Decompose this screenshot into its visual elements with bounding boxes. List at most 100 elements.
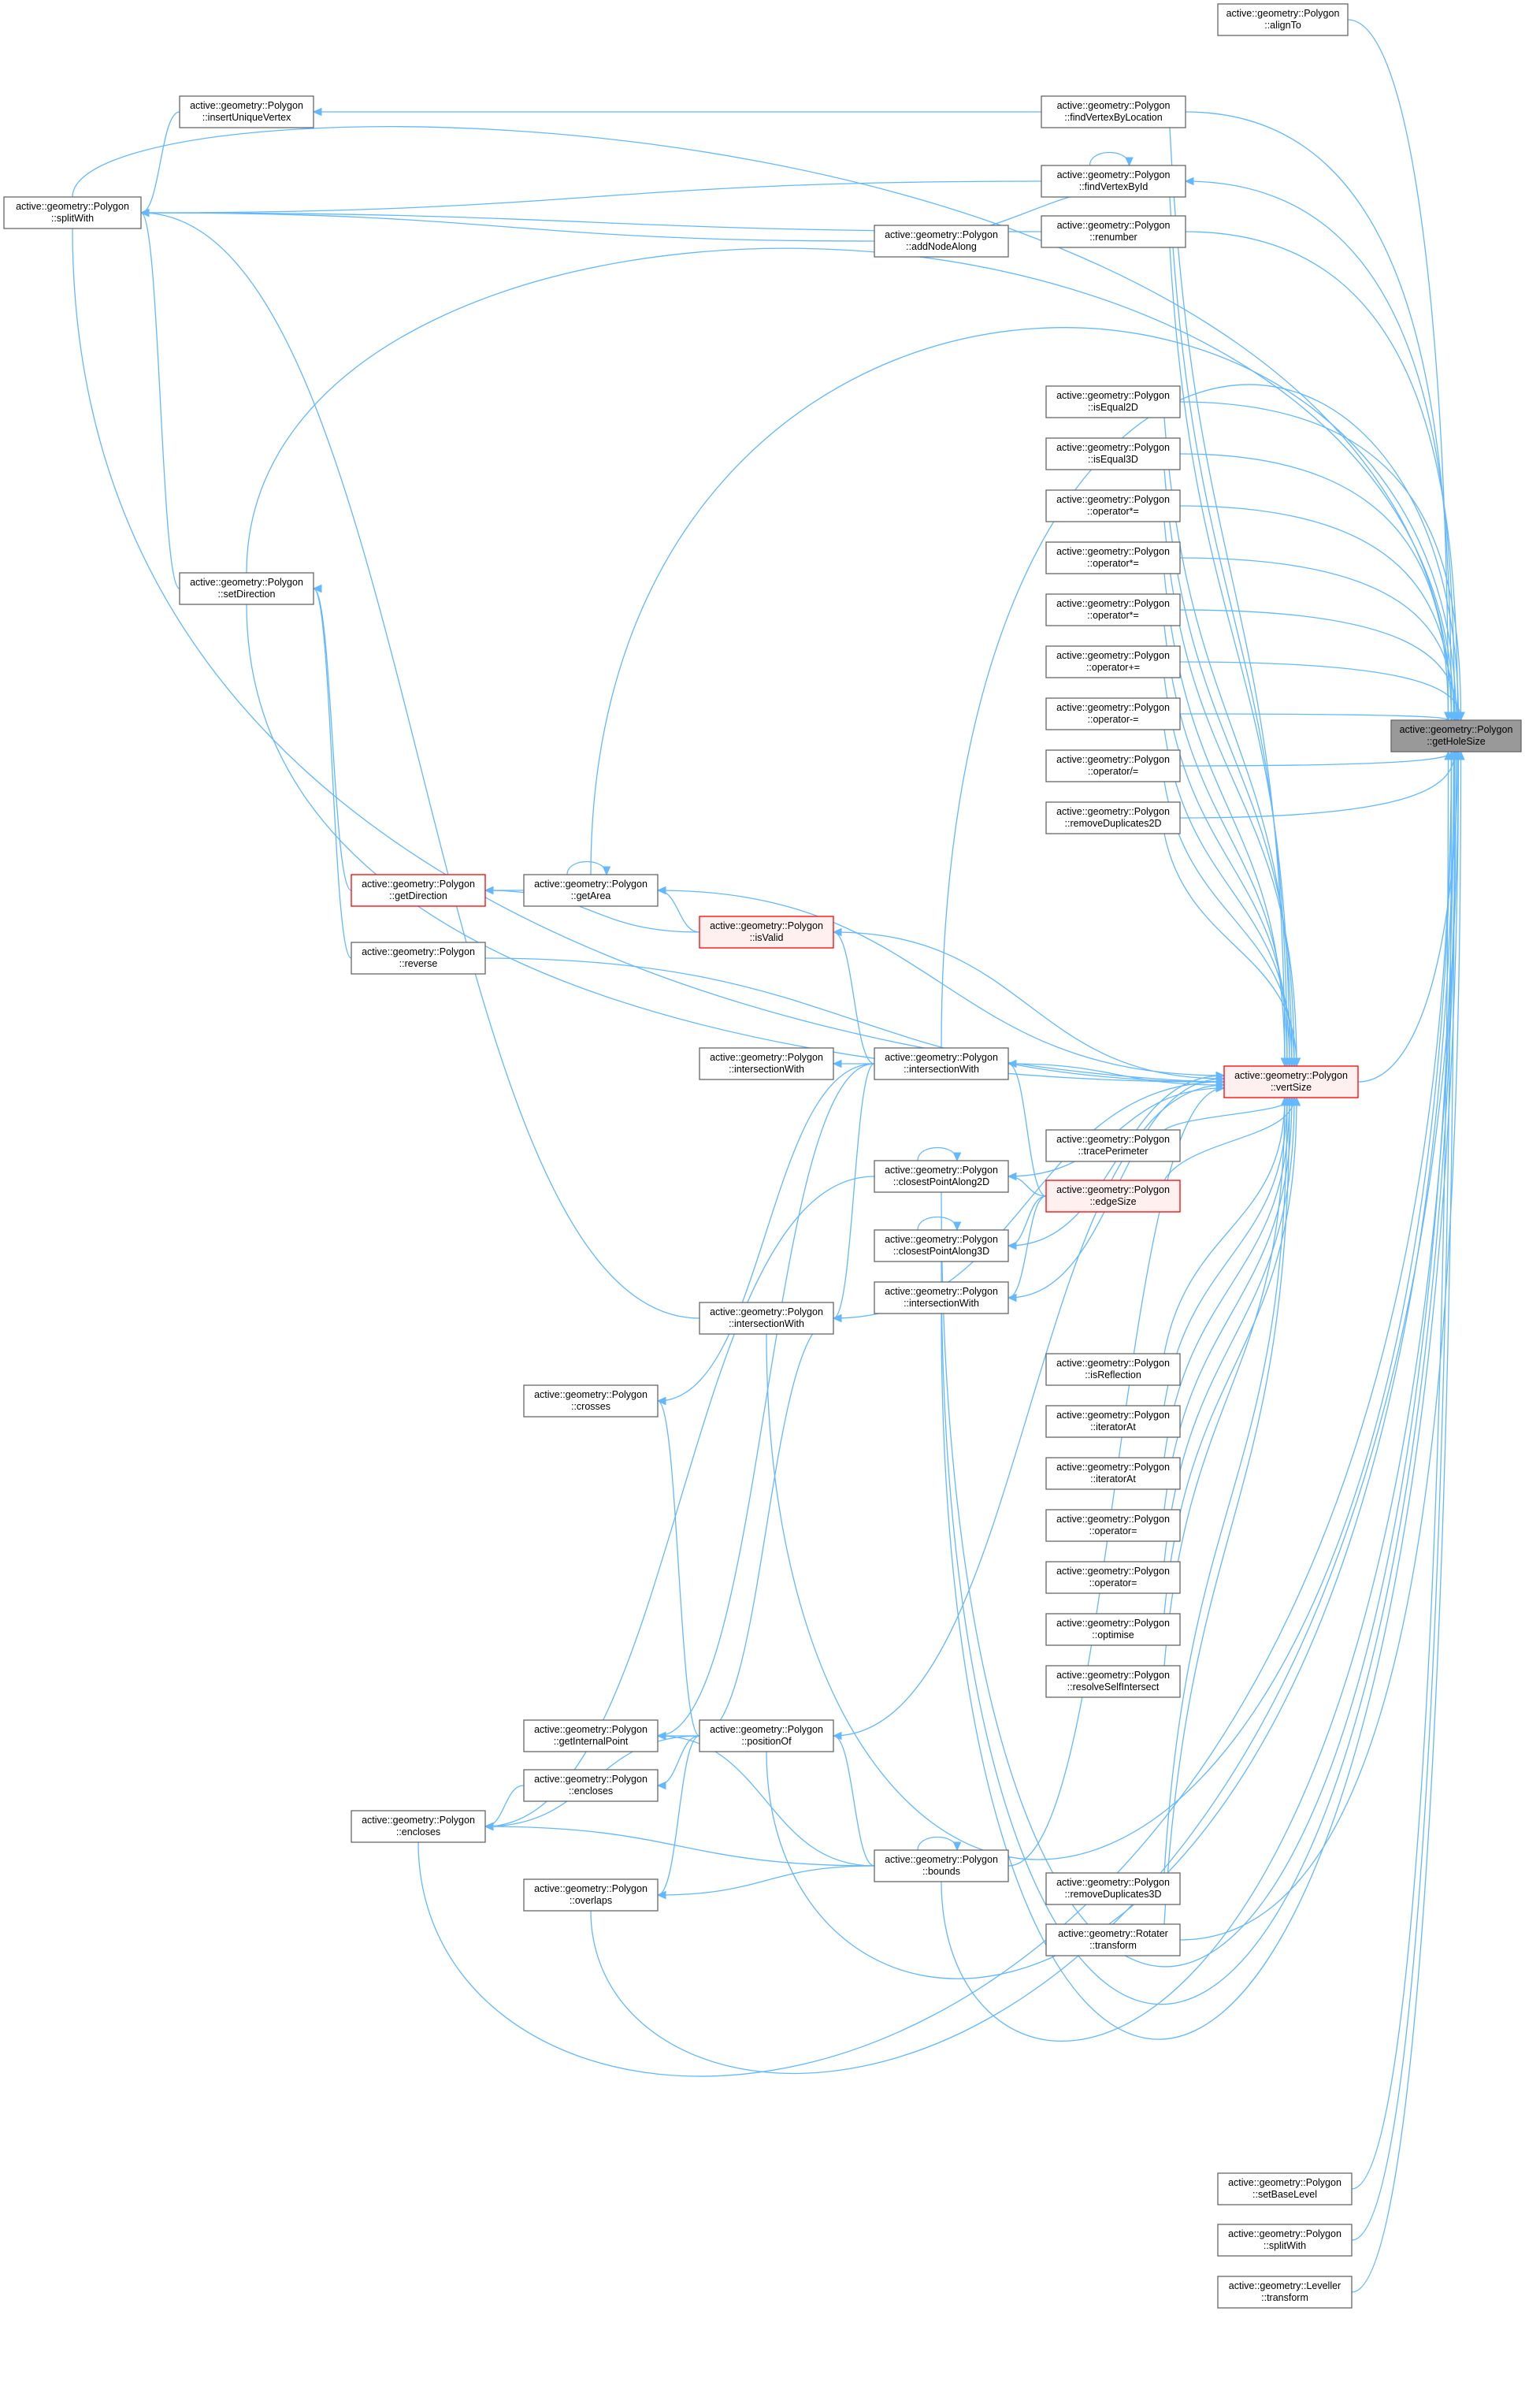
edge-arrowhead [656, 886, 666, 895]
call-edge [1185, 231, 1459, 721]
node-box [523, 1719, 659, 1752]
node-is-equal3-d[interactable]: active::geometry::Polygon::isEqual3D [1045, 437, 1181, 470]
node-is-equal2-d[interactable]: active::geometry::Polygon::isEqual2D [1045, 385, 1181, 418]
node-overlaps[interactable]: active::geometry::Polygon::overlaps [523, 1878, 659, 1912]
node-box [1045, 749, 1181, 782]
node-method-label: ::getArea [571, 890, 611, 901]
node-namespace-label: active::geometry::Polygon [710, 1052, 823, 1063]
node-intersection-with-b[interactable]: active::geometry::Polygon::intersectionW… [874, 1047, 1009, 1080]
node-resolve-self-intersect[interactable]: active::geometry::Polygon::resolveSelfIn… [1045, 1665, 1181, 1698]
node-method-label: ::operator*= [1087, 558, 1139, 569]
node-add-node-along[interactable]: active::geometry::Polygon::addNodeAlong [874, 225, 1009, 258]
node-op-div[interactable]: active::geometry::Polygon::operator/= [1045, 749, 1181, 782]
call-edge [657, 1735, 700, 1786]
node-namespace-label: active::geometry::Leveller [1229, 2280, 1341, 2291]
edge-arrowhead [656, 1731, 666, 1741]
node-namespace-label: active::geometry::Polygon [1056, 1618, 1170, 1629]
node-op-plus[interactable]: active::geometry::Polygon::operator+= [1045, 645, 1181, 678]
node-is-valid[interactable]: active::geometry::Polygon::isValid [699, 916, 834, 949]
node-namespace-label: active::geometry::Polygon [1056, 1358, 1170, 1369]
edge-arrowhead [139, 208, 150, 217]
node-intersection-with-d[interactable]: active::geometry::Polygon::intersectionW… [699, 1302, 834, 1335]
node-reverse[interactable]: active::geometry::Polygon::reverse [351, 942, 486, 975]
node-split-with-left[interactable]: active::geometry::Polygon::splitWith [3, 196, 142, 229]
node-encloses-left[interactable]: active::geometry::Polygon::encloses [351, 1810, 486, 1843]
node-method-label: ::edgeSize [1089, 1196, 1136, 1207]
node-method-label: ::intersectionWith [904, 1298, 979, 1309]
node-insert-unique-vertex[interactable]: active::geometry::Polygon::insertUniqueV… [179, 95, 314, 128]
node-namespace-label: active::geometry::Polygon [1056, 390, 1170, 401]
node-namespace-label: active::geometry::Polygon [710, 1306, 823, 1317]
node-get-internal-point[interactable]: active::geometry::Polygon::getInternalPo… [523, 1719, 659, 1752]
node-vert-size[interactable]: active::geometry::Polygon::vertSize [1223, 1065, 1359, 1098]
node-iterator-at1[interactable]: active::geometry::Polygon::iteratorAt [1045, 1405, 1181, 1438]
node-op-minus[interactable]: active::geometry::Polygon::operator-= [1045, 697, 1181, 730]
call-edge [657, 1063, 875, 1737]
node-remove-duplicates3-d[interactable]: active::geometry::Polygon::removeDuplica… [1045, 1872, 1181, 1905]
node-box [1045, 1509, 1181, 1542]
call-edge [590, 327, 1457, 875]
node-op-eq2[interactable]: active::geometry::Polygon::operator= [1045, 1561, 1181, 1594]
call-edge [833, 931, 1225, 1079]
node-get-direction[interactable]: active::geometry::Polygon::getDirection [351, 874, 486, 907]
call-edge [1179, 751, 1462, 1941]
call-edge [313, 588, 352, 891]
node-intersection-with-a[interactable]: active::geometry::Polygon::intersectionW… [699, 1047, 834, 1080]
edge-arrowhead [312, 584, 322, 593]
node-crosses[interactable]: active::geometry::Polygon::crosses [523, 1384, 659, 1418]
node-set-base-level[interactable]: active::geometry::Polygon::setBaseLevel [1217, 2172, 1353, 2205]
node-box [1223, 1065, 1359, 1098]
node-method-label: ::closestPointAlong2D [893, 1176, 989, 1187]
node-bounds[interactable]: active::geometry::Polygon::bounds [874, 1849, 1009, 1882]
call-edge [1169, 127, 1286, 1067]
node-renumber[interactable]: active::geometry::Polygon::renumber [1041, 215, 1186, 248]
call-edge [833, 931, 875, 1065]
node-op-star1[interactable]: active::geometry::Polygon::operator*= [1045, 489, 1181, 522]
call-edge [1163, 469, 1295, 1067]
node-get-area[interactable]: active::geometry::Polygon::getArea [523, 874, 659, 907]
node-set-direction[interactable]: active::geometry::Polygon::setDirection [179, 572, 314, 605]
call-edge [657, 1735, 700, 1896]
node-namespace-label: active::geometry::Polygon [885, 1854, 998, 1865]
node-encloses-right[interactable]: active::geometry::Polygon::encloses [523, 1769, 659, 1802]
node-intersection-with-c[interactable]: active::geometry::Polygon::intersectionW… [874, 1281, 1009, 1314]
call-edge [313, 588, 352, 959]
call-edge [941, 384, 1460, 1049]
node-leveller-transform[interactable]: active::geometry::Leveller::transform [1217, 2276, 1353, 2309]
call-edge [766, 751, 1453, 1860]
call-edge [590, 751, 1460, 2075]
node-op-star2[interactable]: active::geometry::Polygon::operator*= [1045, 541, 1181, 574]
node-box [1045, 489, 1181, 522]
node-is-reflection[interactable]: active::geometry::Polygon::isReflection [1045, 1353, 1181, 1386]
node-box [1041, 95, 1186, 128]
node-rotater-transform[interactable]: active::geometry::Rotater::transform [1045, 1923, 1181, 1956]
node-align-to[interactable]: active::geometry::Polygon::alignTo [1217, 3, 1349, 36]
node-closest-point-along3-d[interactable]: active::geometry::Polygon::closestPointA… [874, 1229, 1009, 1262]
call-edge [1163, 1097, 1286, 1354]
node-box [874, 225, 1009, 258]
edge-arrowhead [1007, 1293, 1017, 1302]
node-edge-size[interactable]: active::geometry::Polygon::edgeSize [1045, 1180, 1181, 1213]
node-closest-point-along2-d[interactable]: active::geometry::Polygon::closestPointA… [874, 1160, 1009, 1193]
node-box [523, 874, 659, 907]
node-box [523, 1384, 659, 1418]
edge-arrowhead [832, 927, 842, 937]
node-get-hole-size[interactable]: active::geometry::Polygon::getHoleSize [1390, 719, 1522, 752]
node-box [1045, 1613, 1181, 1646]
node-remove-duplicates2-d[interactable]: active::geometry::Polygon::removeDuplica… [1045, 801, 1181, 834]
node-find-vertex-by-location[interactable]: active::geometry::Polygon::findVertexByL… [1041, 95, 1186, 128]
node-namespace-label: active::geometry::Polygon [885, 1052, 998, 1063]
node-op-star3[interactable]: active::geometry::Polygon::operator*= [1045, 593, 1181, 626]
edge-arrowhead [1125, 157, 1134, 167]
node-iterator-at2[interactable]: active::geometry::Polygon::iteratorAt [1045, 1457, 1181, 1490]
node-optimise[interactable]: active::geometry::Polygon::optimise [1045, 1613, 1181, 1646]
node-split-with-right[interactable]: active::geometry::Polygon::splitWith [1217, 2224, 1353, 2257]
call-edge [140, 212, 875, 242]
node-namespace-label: active::geometry::Polygon [362, 946, 475, 957]
node-method-label: ::operator= [1089, 1525, 1137, 1536]
node-namespace-label: active::geometry::Polygon [534, 879, 648, 890]
node-op-eq1[interactable]: active::geometry::Polygon::operator= [1045, 1509, 1181, 1542]
node-position-of[interactable]: active::geometry::Polygon::positionOf [699, 1719, 834, 1752]
node-trace-perimeter[interactable]: active::geometry::Polygon::tracePerimete… [1045, 1129, 1181, 1162]
node-find-vertex-by-id[interactable]: active::geometry::Polygon::findVertexByI… [1041, 165, 1186, 198]
